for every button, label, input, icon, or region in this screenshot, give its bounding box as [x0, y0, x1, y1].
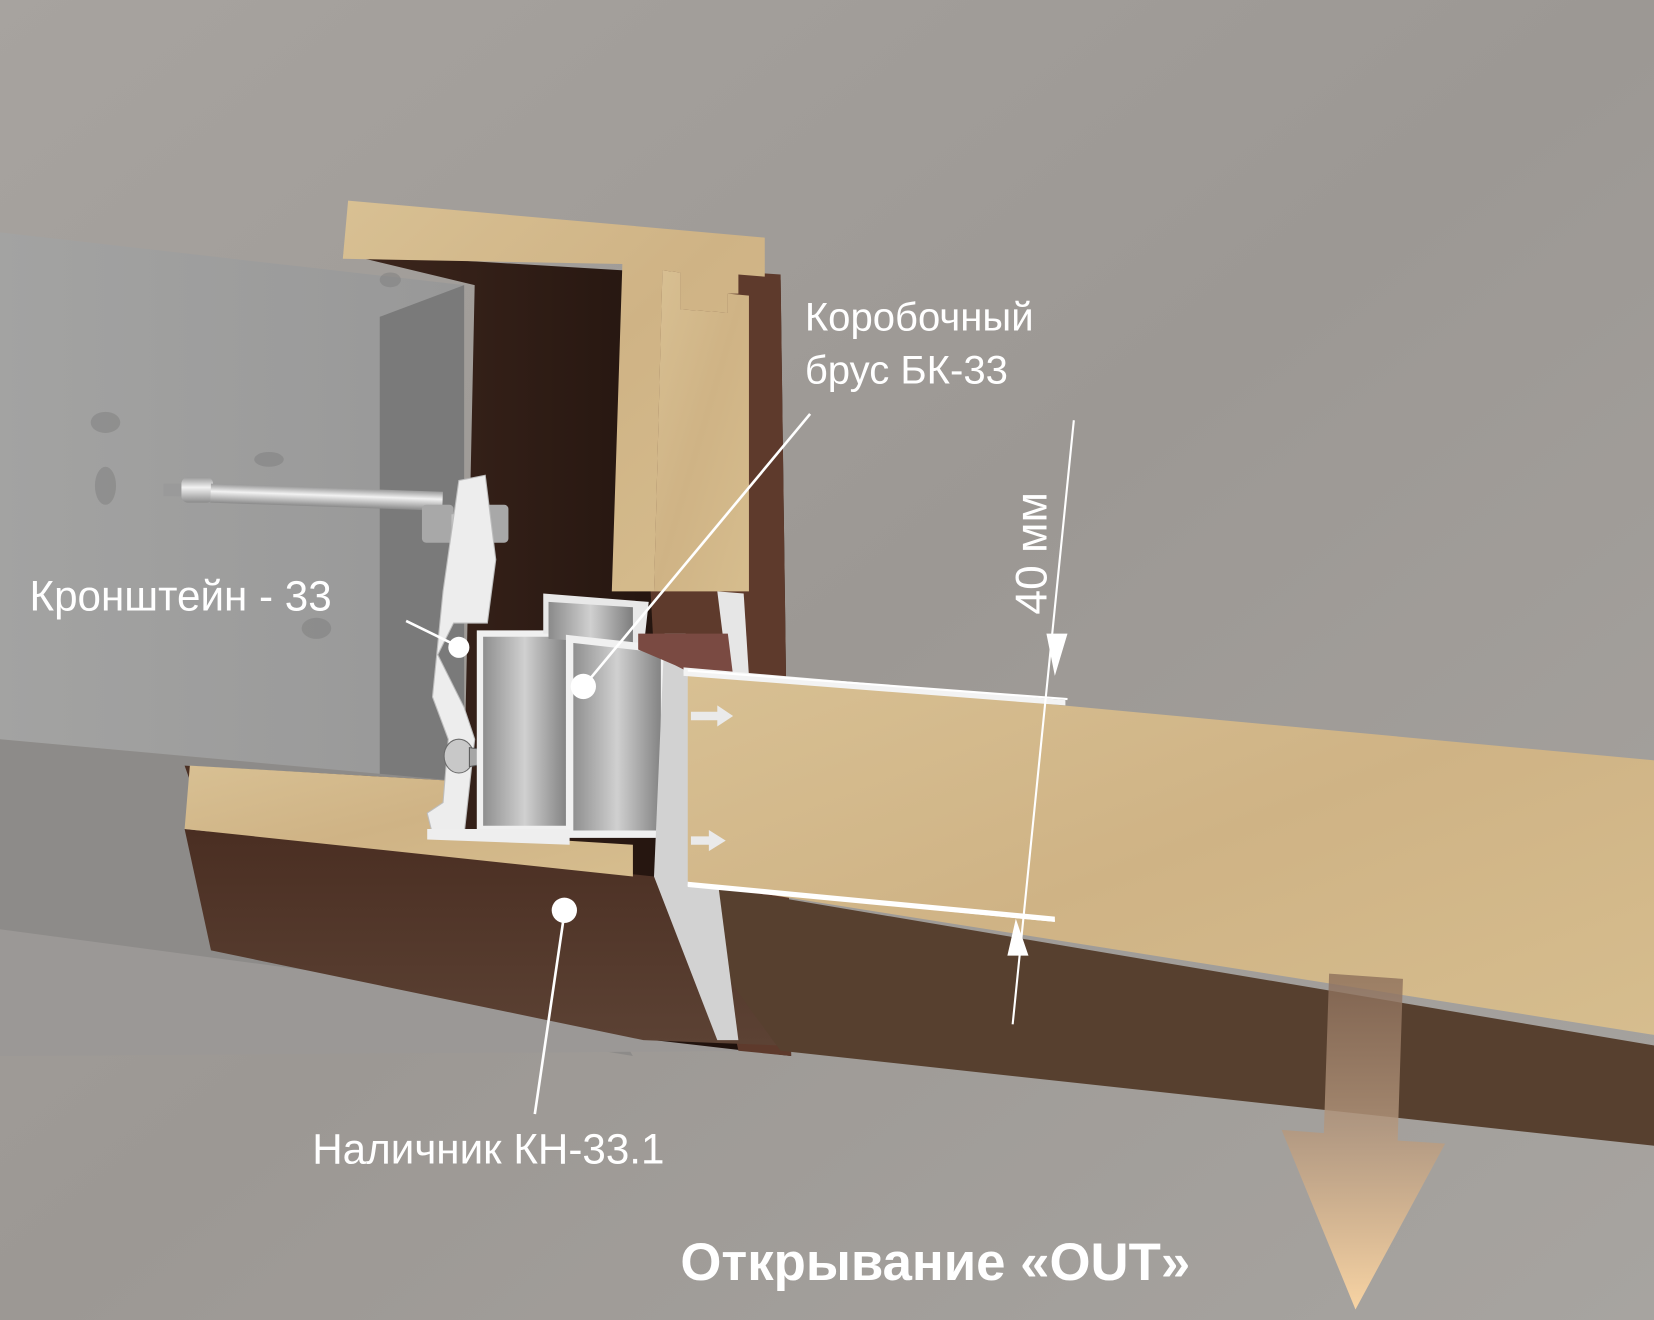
leaf-anchor-arrows — [690, 705, 734, 852]
label-box-beam-line2: брус БК-33 — [805, 348, 1008, 392]
label-opening-out: Открывание «OUT» — [680, 1233, 1190, 1292]
dimension-40mm — [687, 420, 1075, 1025]
opening-direction-arrow — [1281, 973, 1446, 1310]
label-box-beam-line1: Коробочный — [805, 296, 1034, 340]
label-bracket: Кронштейн - 33 — [30, 572, 332, 619]
label-dimension: 40 мм — [1007, 492, 1056, 615]
seal — [638, 633, 734, 676]
box-beam-veneer — [342, 200, 765, 592]
leader-lines — [405, 413, 812, 1115]
casing-veneer — [184, 765, 633, 877]
label-casing: Наличник КН-33.1 — [312, 1126, 664, 1173]
